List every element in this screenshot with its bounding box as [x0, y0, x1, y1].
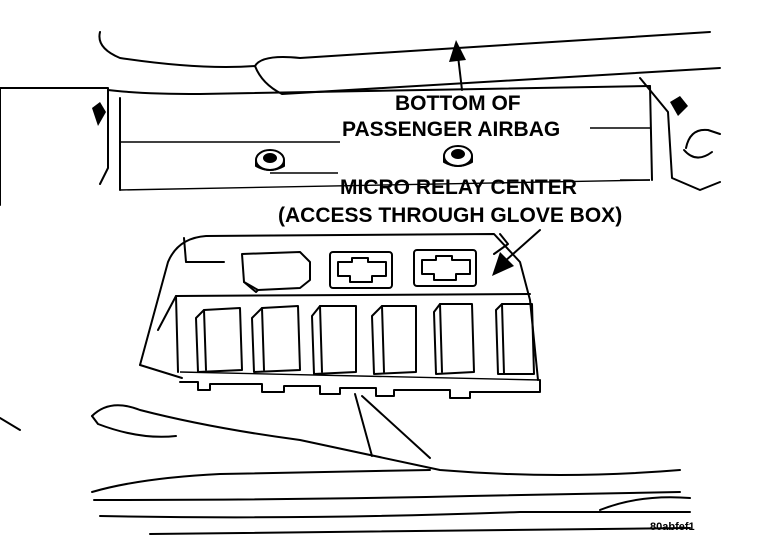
figure-id: 80abfef1	[650, 521, 695, 533]
airbag-label-line2: PASSENGER AIRBAG	[342, 118, 560, 141]
micro-relay-row	[195, 303, 535, 375]
callout-labels: BOTTOM OF PASSENGER AIRBAG MICRO RELAY C…	[278, 92, 695, 533]
airbag-label-line1: BOTTOM OF	[395, 92, 521, 115]
micro-relay	[495, 303, 535, 375]
micro-relay	[311, 305, 357, 375]
micro-relay	[371, 305, 417, 375]
dash-panel	[0, 31, 721, 206]
airbag-arrow-icon	[449, 40, 466, 91]
glove-box-trim	[0, 393, 691, 535]
micro-relay	[195, 307, 243, 373]
bolt-icon	[92, 96, 688, 171]
relay-connector-icon	[241, 249, 477, 293]
relay-arrow-icon	[492, 229, 541, 276]
relay-center-housing	[139, 233, 541, 399]
relay-label-line1: MICRO RELAY CENTER	[340, 176, 577, 199]
micro-relay	[433, 303, 475, 375]
micro-relay	[251, 305, 301, 373]
relay-label-line2: (ACCESS THROUGH GLOVE BOX)	[278, 204, 622, 227]
